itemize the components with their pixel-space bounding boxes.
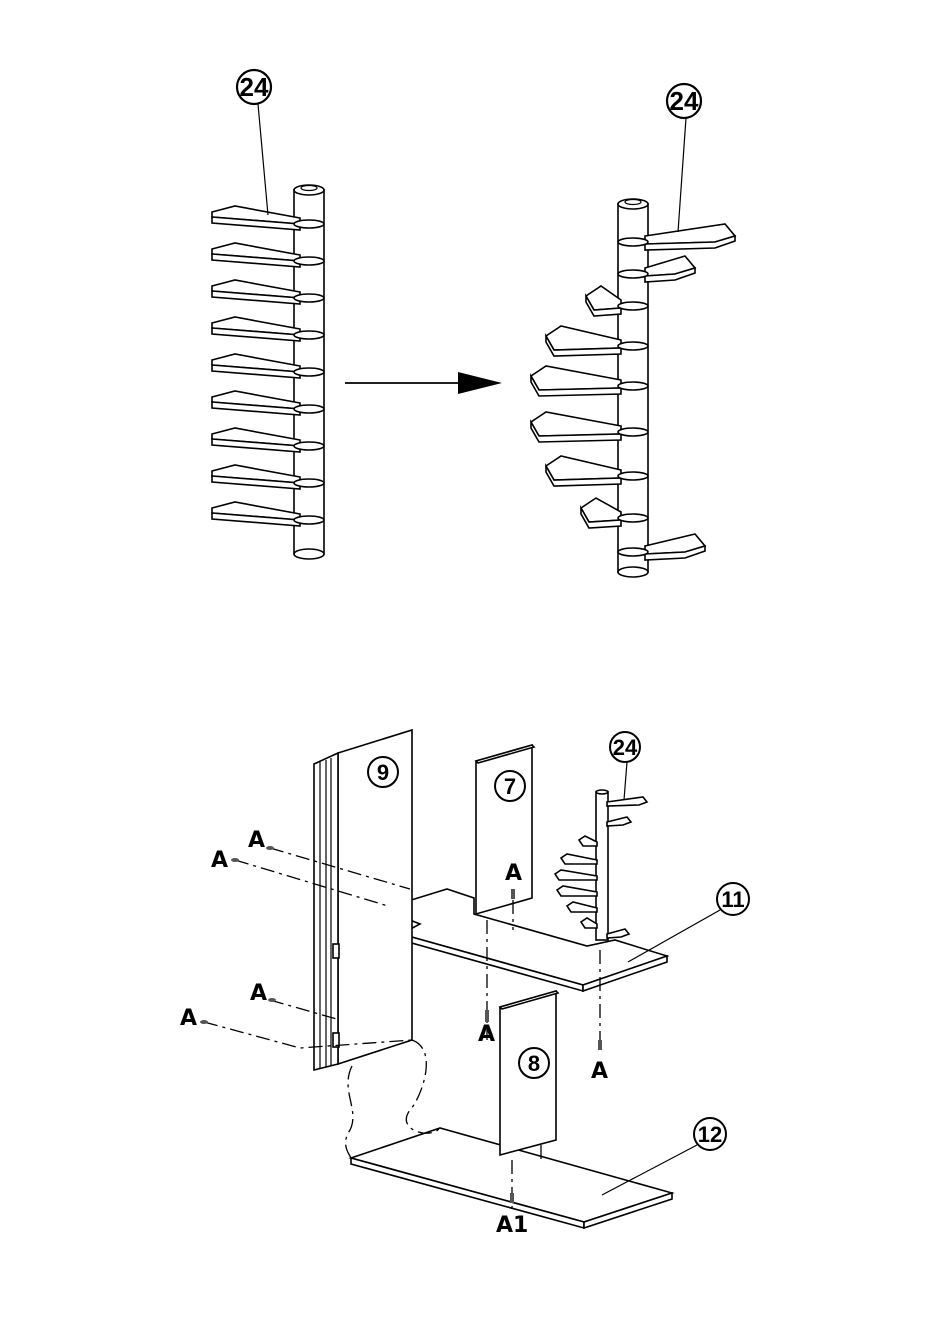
stair-step [581,918,597,928]
stair-step [607,929,629,938]
svg-text:11: 11 [721,887,744,912]
stair-step [579,836,597,846]
callout-24-folded: 24 [237,70,271,215]
callout-24-spiral: 24 [667,84,701,232]
fastener-label: A [211,848,228,873]
stair-step [555,870,597,880]
column-collar [618,428,648,436]
stair-step [607,797,647,806]
stair-step [567,902,597,912]
svg-text:12: 12 [698,1122,722,1147]
panel-7 [476,745,534,914]
fastener-label-a1: A1 [496,1213,528,1238]
stair-step [546,326,621,350]
column-collar [294,294,324,302]
fastener-label: A [248,828,265,853]
column-collar [294,220,324,228]
column-collar [294,442,324,450]
stair-step [607,817,631,826]
svg-text:7: 7 [504,774,516,799]
svg-text:8: 8 [528,1051,540,1076]
column-collar [294,257,324,265]
fastener-label: A [591,1059,608,1084]
stair-step [557,886,597,896]
column-collar [294,479,324,487]
stair-spiral [531,199,735,577]
column-collar [618,342,648,350]
stair-small [555,790,647,940]
svg-text:24: 24 [240,72,269,102]
fastener-label: A [478,1022,495,1047]
stair-folded [212,185,324,559]
column-collar [618,270,648,278]
column-collar [618,382,648,390]
column-collar [294,368,324,376]
fastener-label: A [505,861,522,886]
stair-step [531,412,621,436]
exploded-assembly: A A A A A A A A1 9 7 8 24 11 [180,730,749,1238]
column-collar [294,516,324,524]
column-collar [618,514,648,522]
stair-step [561,854,597,864]
fastener-label: A [180,1006,197,1031]
svg-text:24: 24 [613,735,638,760]
callout-24-assembly: 24 [610,732,640,800]
column-collar [294,331,324,339]
column-collar [294,405,324,413]
column-collar [618,238,648,246]
stair-step [546,456,621,480]
column-collar [618,472,648,480]
panel-9 [314,730,412,1070]
column-collar [618,548,648,556]
shelf-11 [382,889,667,991]
fastener-label: A [250,981,267,1006]
svg-text:24: 24 [670,86,699,116]
stair-step [531,366,621,390]
svg-text:9: 9 [377,760,389,785]
column-collar [618,302,648,310]
